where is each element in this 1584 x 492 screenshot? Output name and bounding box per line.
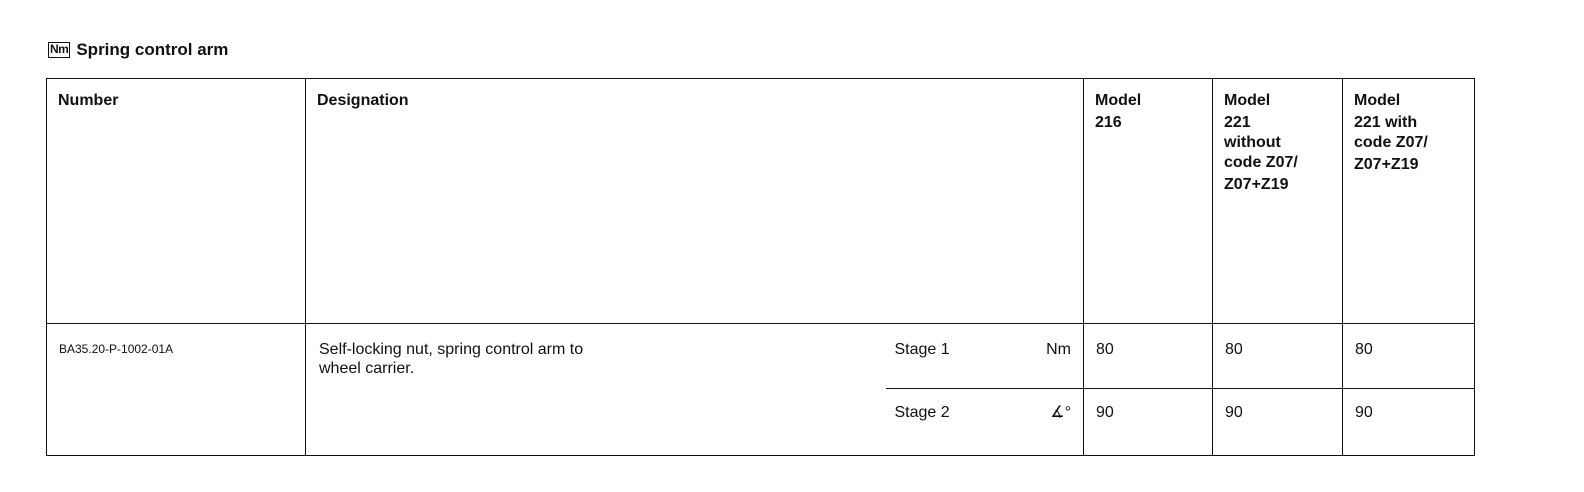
table-row: Stage 2 ∡° 90 90 90: [47, 387, 1475, 456]
angle-degree-icon: ∡°: [1050, 404, 1071, 421]
header-number: Number: [46, 78, 306, 324]
header-model-221-with: Model 221 with code Z07/ Z07+Z19: [1342, 78, 1475, 324]
section-title: Nm Spring control arm: [48, 38, 228, 62]
stage-1-label: Stage 1: [894, 341, 950, 358]
stage-2-value-216: 90: [1083, 387, 1213, 456]
header-model-221-without: Model 221 without code Z07/ Z07+Z19: [1212, 78, 1343, 324]
stage-1-value-221-with: 80: [1342, 323, 1475, 388]
table-row: BA35.20-P-1002-01A Self-locking nut, spr…: [46, 323, 1475, 456]
designation-text: Self-locking nut, spring control arm to …: [305, 323, 886, 456]
stage-2-value-221-with: 90: [1342, 387, 1475, 456]
torque-nm-icon: Nm: [48, 42, 71, 58]
stage-1-cell: Stage 1 Nm: [885, 323, 1084, 388]
part-number: BA35.20-P-1002-01A: [46, 323, 306, 456]
header-designation: Designation: [305, 78, 1084, 324]
section-title-text: Spring control arm: [76, 40, 229, 59]
table-header-row: Number Designation Model 216 Model 221 w…: [46, 78, 1475, 324]
stage-2-value-221-without: 90: [1212, 387, 1343, 456]
stage-1-value-221-without: 80: [1212, 323, 1343, 388]
stage-1-unit: Nm: [1046, 341, 1071, 358]
stage-2-label: Stage 2: [894, 404, 950, 421]
stage-1-value-216: 80: [1083, 323, 1213, 388]
header-model-216: Model 216: [1083, 78, 1213, 324]
torque-spec-table: Number Designation Model 216 Model 221 w…: [46, 78, 1475, 456]
stage-2-cell: Stage 2 ∡°: [885, 388, 1084, 456]
